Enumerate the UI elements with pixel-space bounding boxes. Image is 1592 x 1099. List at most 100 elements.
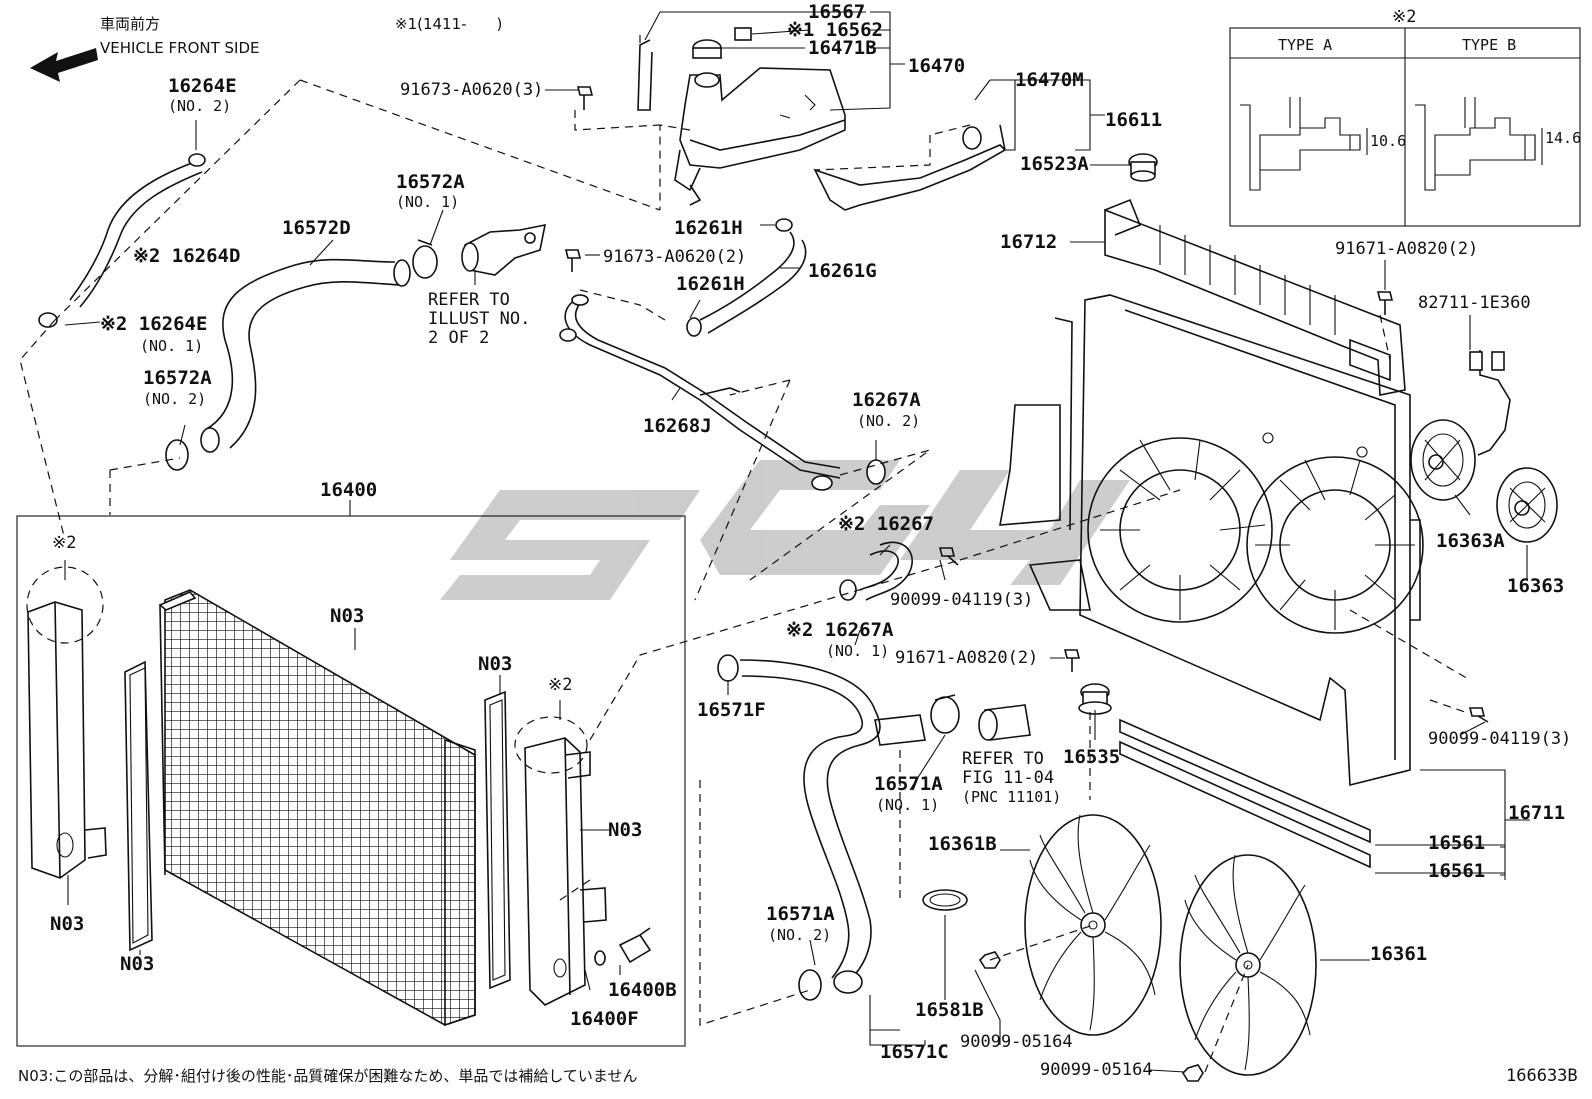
type-a-header: TYPE A — [1278, 36, 1332, 54]
label-16535: 16535 — [1063, 746, 1120, 768]
label-16572A-bottom: 16572A — [143, 367, 212, 389]
label-16264E-bottom: ※2 16264E — [100, 313, 207, 335]
hose-short — [978, 704, 1031, 741]
label-16571A-bottom: 16571A — [766, 903, 835, 925]
pipe-16268J — [559, 294, 841, 491]
label-16572A-bottom-sub: (NO. 2) — [143, 390, 206, 408]
reservoir-tank — [637, 27, 846, 206]
label-16400F: 16400F — [570, 1008, 639, 1030]
refer-fig-2: FIG 11-04 — [962, 768, 1054, 788]
label-n03-gasket-left: N03 — [120, 953, 154, 975]
refer-text-1: REFER TO — [428, 290, 510, 310]
seal-16561-b — [1119, 740, 1371, 869]
label-16361: 16361 — [1370, 943, 1427, 965]
water-outlet — [461, 223, 547, 276]
label-16571A-bottom-sub: (NO. 2) — [768, 926, 831, 944]
hose-16261G — [686, 218, 807, 337]
label-16261H-a: 16261H — [674, 217, 743, 239]
label-16572D: 16572D — [282, 217, 351, 239]
direction-jp: 車両前方 — [100, 15, 160, 33]
hose-16572D — [200, 258, 411, 453]
label-16400B: 16400B — [608, 979, 677, 1001]
fan-16361B — [1024, 814, 1162, 1036]
label-n03-gasket-right: N03 — [478, 653, 512, 675]
radiator-core — [158, 589, 476, 1027]
label-16267A-top-sub: (NO. 2) — [857, 412, 920, 430]
label-16562: ※1 16562 — [787, 19, 883, 41]
seal-16561-a — [1119, 718, 1371, 844]
label-16264E-top-sub: (NO. 2) — [168, 97, 231, 115]
clamp-16572A-no1 — [412, 239, 438, 279]
bolt-90099-04119-a — [938, 547, 959, 566]
label-16267A-bottom: ※2 16267A — [786, 619, 894, 641]
label-16567: 16567 — [808, 1, 865, 23]
label-82711-1E360: 82711-1E360 — [1418, 293, 1531, 313]
label-16363: 16363 — [1507, 575, 1564, 597]
label-16363A: 16363A — [1436, 530, 1505, 552]
label-16523A: 16523A — [1020, 153, 1089, 175]
label-91671-a0820-top: 91671-A0820(2) — [1335, 239, 1478, 259]
label-16470M: 16470M — [1015, 69, 1084, 91]
label-16571A-top-sub: (NO. 1) — [876, 796, 939, 814]
watermark-logo — [440, 460, 1130, 600]
front-arrow-icon — [30, 48, 98, 82]
cushion-16523A — [1128, 153, 1158, 182]
refer-fig-3: (PNC 11101) — [962, 788, 1061, 806]
mark-right-tank: ※2 — [548, 675, 572, 695]
clamp-16572A-no2 — [165, 439, 189, 471]
refer-fig-1: REFER TO — [962, 749, 1044, 769]
label-16264D: ※2 16264D — [133, 245, 240, 267]
clamp-16571F — [717, 654, 739, 682]
label-16571A-top: 16571A — [874, 773, 943, 795]
type-table — [1229, 27, 1581, 227]
reservoir-bracket — [813, 124, 1007, 211]
refer-text-2: ILLUST NO. — [428, 309, 530, 329]
label-16267A-top: 16267A — [852, 389, 921, 411]
note-1: ※1(1411- ) — [395, 15, 502, 33]
type-b-header: TYPE B — [1462, 36, 1516, 54]
hose-upper-16571 — [739, 659, 926, 994]
label-16264E-bottom-sub: (NO. 1) — [140, 337, 203, 355]
radiator-assy-box — [16, 515, 686, 1047]
label-16712: 16712 — [1000, 231, 1057, 253]
label-16571C: 16571C — [880, 1041, 949, 1063]
label-90099-04119-a: 90099-04119(3) — [890, 590, 1033, 610]
label-16561-a: 16561 — [1428, 832, 1485, 854]
clamp-16571A-no1 — [930, 694, 960, 734]
label-16572A-top: 16572A — [396, 171, 465, 193]
grommet-16535 — [1078, 683, 1112, 715]
label-n03-tank-left: N03 — [50, 913, 84, 935]
bolt-91673-mid — [564, 249, 582, 272]
radiator-support-16712 — [1104, 198, 1406, 396]
o-ring-16400F — [594, 950, 606, 966]
label-16711: 16711 — [1508, 802, 1565, 824]
label-91671-a0820-bottom: 91671-A0820(2) — [895, 648, 1038, 668]
label-16361B: 16361B — [928, 833, 997, 855]
guide-lines — [19, 35, 1471, 1073]
fan-shroud — [999, 294, 1424, 787]
fan-motor-16363 — [1496, 467, 1558, 543]
label-16264E-top: 16264E — [168, 75, 237, 97]
radiator-gasket-right — [484, 690, 511, 990]
label-16572A-top-sub: (NO. 1) — [396, 193, 459, 211]
label-91673-a0620-3: 91673-A0620(3) — [400, 80, 543, 100]
label-n03-tank-right: N03 — [608, 819, 642, 841]
bolt-91671-bottom — [1063, 649, 1081, 672]
label-16471B: 16471B — [808, 37, 877, 59]
radiator-left-tank — [26, 566, 107, 879]
label-16261H-b: 16261H — [676, 273, 745, 295]
radiator-right-tank — [514, 716, 607, 1006]
label-16267: ※2 16267 — [838, 513, 934, 535]
radiator-gasket-left — [124, 660, 153, 952]
label-16267A-bottom-sub: (NO. 1) — [826, 642, 889, 660]
label-16561-b: 16561 — [1428, 860, 1485, 882]
label-16470: 16470 — [908, 55, 965, 77]
wire-harness-82711 — [1469, 350, 1511, 456]
label-16611: 16611 — [1105, 109, 1162, 131]
footer-note: N03:この部品は、分解･組付け後の性能･品質確保が困難なため、単品では補給して… — [18, 1067, 637, 1085]
type-a-dimension: 10.6 — [1370, 132, 1406, 150]
label-90099-05164-b: 90099-05164 — [1040, 1060, 1153, 1080]
drain-cock-16400B — [618, 927, 652, 964]
